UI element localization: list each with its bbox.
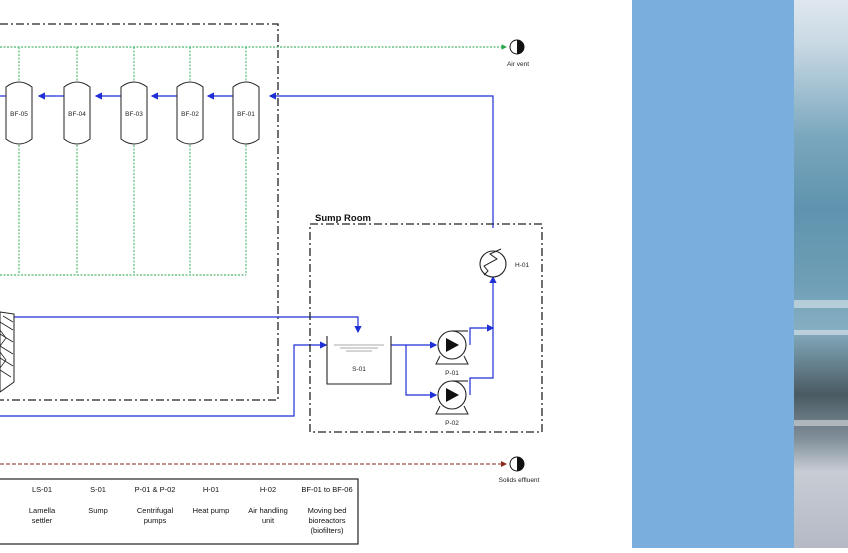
svg-text:H-02: H-02 xyxy=(260,485,276,494)
biofilter-bf05: BF-05 xyxy=(5,81,33,145)
biofilter-bf02: BF-02 xyxy=(176,81,204,145)
svg-text:BF-01 to BF-06: BF-01 to BF-06 xyxy=(301,485,352,494)
svg-text:Lamella: Lamella xyxy=(29,506,56,515)
biofilter-bf04: BF-04 xyxy=(63,81,91,145)
solids-effluent-icon xyxy=(509,456,525,472)
svg-text:BF-05: BF-05 xyxy=(10,111,28,118)
air-lines xyxy=(0,44,507,276)
svg-text:Air handling: Air handling xyxy=(248,506,288,515)
diagram-panel: Air vent BF-05 BF-04 BF-03 BF-02 BF-01 xyxy=(0,23,543,545)
svg-text:P-01 & P-02: P-01 & P-02 xyxy=(135,485,176,494)
svg-text:S-01: S-01 xyxy=(90,485,106,494)
svg-text:(biofilters): (biofilters) xyxy=(311,526,344,535)
svg-text:LS-01: LS-01 xyxy=(32,485,52,494)
svg-text:settler: settler xyxy=(32,516,53,525)
process-flow-diagram: Air vent BF-05 BF-04 BF-03 BF-02 BF-01 xyxy=(0,23,543,545)
svg-text:unit: unit xyxy=(262,516,275,525)
svg-text:Centrifugal: Centrifugal xyxy=(137,506,174,515)
svg-text:Sump: Sump xyxy=(88,506,108,515)
svg-text:pumps: pumps xyxy=(144,516,167,525)
svg-text:S-01: S-01 xyxy=(352,366,366,373)
sump-room-boundary xyxy=(309,223,543,433)
svg-text:bioreactors: bioreactors xyxy=(308,516,345,525)
biofilter-room-boundary xyxy=(0,23,279,401)
svg-text:H-01: H-01 xyxy=(203,485,219,494)
air-vent-icon xyxy=(509,39,525,55)
heat-exchanger-h01-icon xyxy=(479,248,507,278)
blue-side-panel xyxy=(632,0,794,548)
pump-p02-icon xyxy=(435,380,469,415)
pump-p01-label: P-01 xyxy=(445,370,459,377)
water-lines xyxy=(0,92,497,417)
biofilter-bf03: BF-03 xyxy=(120,81,148,145)
sump-room-title: Sump Room xyxy=(315,213,371,224)
svg-text:BF-01: BF-01 xyxy=(237,111,255,118)
air-vent-label: Air vent xyxy=(507,61,529,68)
heat-exchanger-label: H-01 xyxy=(515,262,529,269)
solids-effluent-label: Solids effluent xyxy=(499,477,540,484)
biofilter-bf01: BF-01 xyxy=(232,81,260,145)
ocean-photo xyxy=(794,0,848,548)
svg-text:BF-03: BF-03 xyxy=(125,111,143,118)
sump-s01: S-01 xyxy=(326,336,392,385)
pump-p02-label: P-02 xyxy=(445,420,459,427)
svg-text:Moving bed: Moving bed xyxy=(308,506,347,515)
svg-text:BF-04: BF-04 xyxy=(68,111,86,118)
lamella-settler-icon xyxy=(0,311,15,393)
legend-table: LS-01 Lamella settler S-01 Sump P-01 & P… xyxy=(0,478,359,545)
svg-text:BF-02: BF-02 xyxy=(181,111,199,118)
svg-text:Heat pump: Heat pump xyxy=(193,506,230,515)
pump-p01-icon xyxy=(435,330,469,365)
